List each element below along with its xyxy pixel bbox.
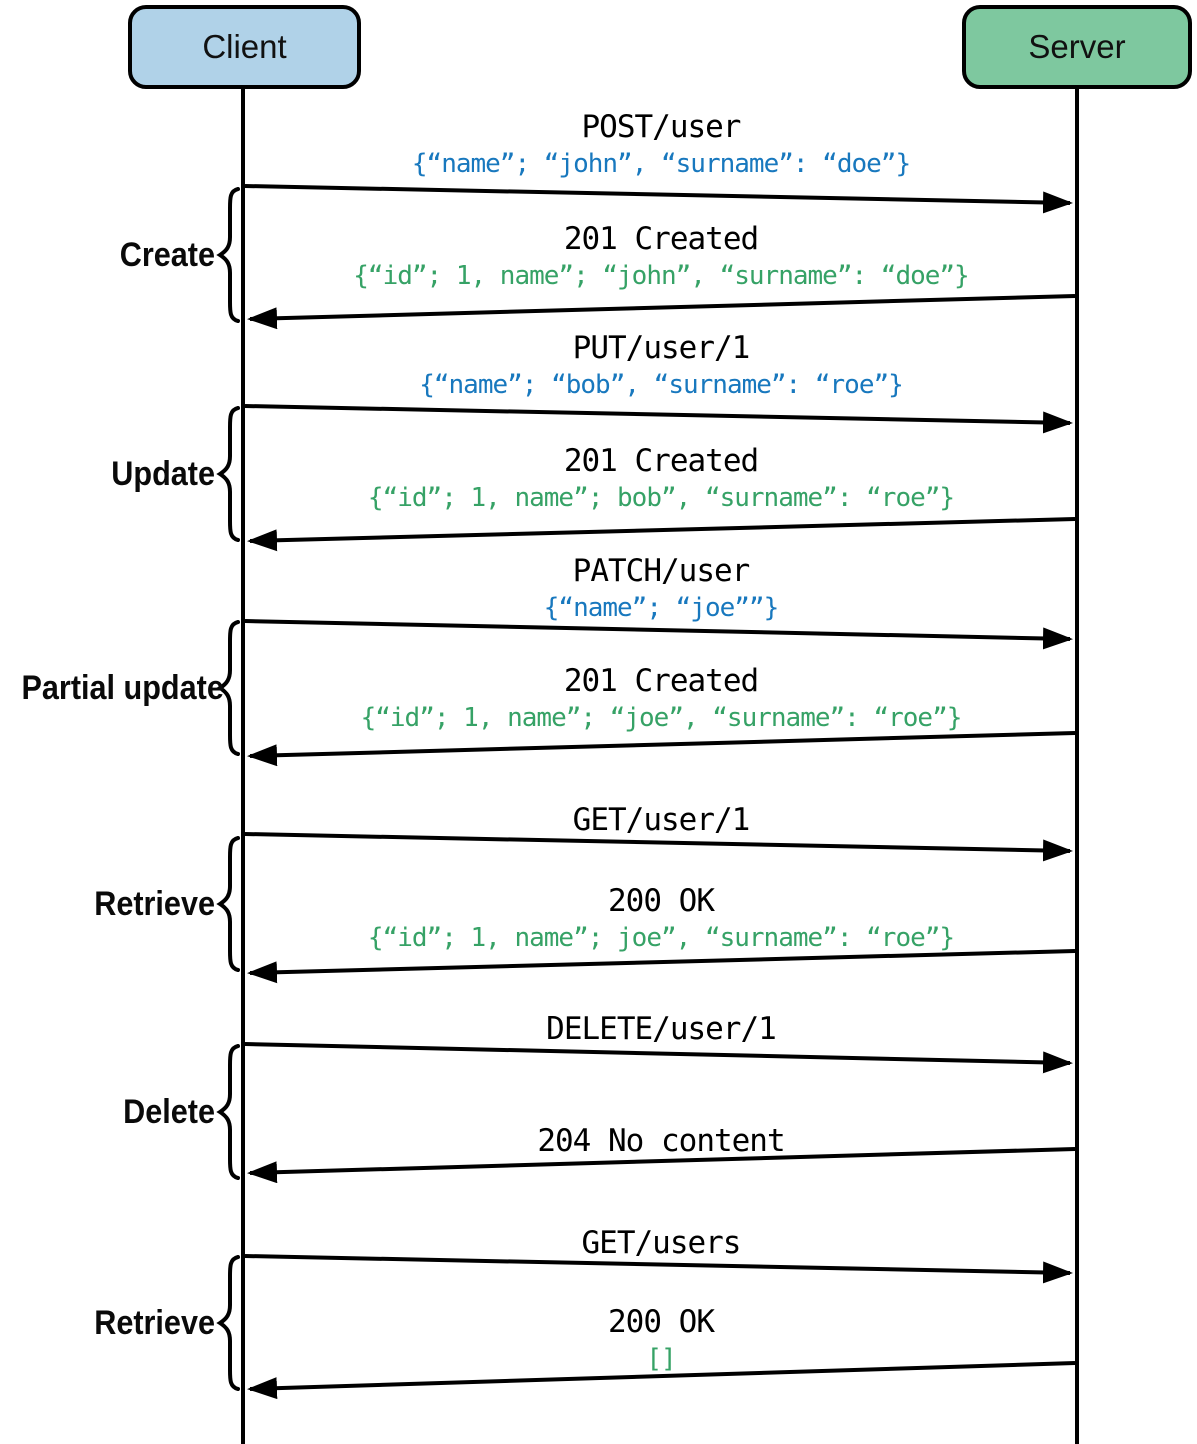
server-actor-label: Server xyxy=(1028,28,1126,65)
arrow-200-ok-2 xyxy=(247,1361,1076,1400)
message-201-created-1: 201 Created {“id”; 1, name”; “john”, “su… xyxy=(245,221,1077,292)
arrow-get-user-1 xyxy=(244,832,1073,862)
brace-retrieve-1 xyxy=(218,836,240,972)
message-title: PUT/user/1 xyxy=(572,330,751,366)
group-label-update: Update xyxy=(111,455,215,493)
server-actor-box: Server xyxy=(962,5,1192,89)
client-actor-label: Client xyxy=(202,28,287,65)
arrow-201-created-2 xyxy=(247,517,1076,552)
message-title: GET/users xyxy=(581,1225,742,1261)
message-patch-user: PATCH/user {“name”; “joe””} xyxy=(245,553,1077,624)
message-title: 201 Created xyxy=(563,221,759,257)
message-body: {“name”; “joe””} xyxy=(543,592,779,623)
brace-retrieve-2 xyxy=(218,1255,240,1391)
message-title: GET/user/1 xyxy=(572,802,751,838)
group-label-create: Create xyxy=(119,236,215,274)
message-body: {“id”; 1, name”; “john”, “surname”: “doe… xyxy=(353,260,969,291)
message-put-user-1: PUT/user/1 {“name”; “bob”, “surname”: “r… xyxy=(245,330,1077,401)
arrow-put-user-1 xyxy=(244,404,1073,434)
arrow-get-users xyxy=(244,1254,1073,1284)
message-204-no-content: 204 No content xyxy=(245,1123,1077,1160)
message-body: {“id”; 1, name”; joe”, “surname”: “roe”} xyxy=(367,922,955,953)
message-delete-user-1: DELETE/user/1 xyxy=(245,1011,1077,1048)
group-label-delete: Delete xyxy=(123,1093,215,1131)
client-actor-box: Client xyxy=(128,5,361,89)
message-200-ok-1: 200 OK {“id”; 1, name”; joe”, “surname”:… xyxy=(245,883,1077,954)
group-label-retrieve-2: Retrieve xyxy=(94,1304,215,1342)
message-body: {“name”; “bob”, “surname”: “roe”} xyxy=(419,369,904,400)
message-body: {“id”; 1, name”; “joe”, “surname”: “roe”… xyxy=(360,702,963,733)
arrow-204-no-content xyxy=(247,1147,1076,1184)
message-title: DELETE/user/1 xyxy=(546,1011,777,1047)
message-body: {“id”; 1, name”; bob”, “surname”: “roe”} xyxy=(367,482,955,513)
message-201-created-2: 201 Created {“id”; 1, name”; bob”, “surn… xyxy=(245,443,1077,514)
arrow-post-user xyxy=(244,184,1073,214)
message-title: 201 Created xyxy=(563,663,759,699)
message-body: {“name”; “john”, “surname”: “doe”} xyxy=(411,148,911,179)
arrow-201-created-1 xyxy=(247,294,1076,330)
message-body: [] xyxy=(646,1343,676,1374)
brace-create xyxy=(218,187,240,323)
brace-delete xyxy=(218,1044,240,1180)
message-title: 200 OK xyxy=(608,1304,715,1340)
message-title: PATCH/user xyxy=(572,553,751,589)
message-title: 200 OK xyxy=(608,883,715,919)
message-title: 204 No content xyxy=(537,1123,785,1159)
arrow-201-created-3 xyxy=(247,731,1076,767)
message-201-created-3: 201 Created {“id”; 1, name”; “joe”, “sur… xyxy=(245,663,1077,734)
arrow-delete-user-1 xyxy=(244,1042,1073,1074)
group-label-retrieve-1: Retrieve xyxy=(94,885,215,923)
message-200-ok-2: 200 OK [] xyxy=(245,1304,1077,1375)
arrow-200-ok-1 xyxy=(247,949,1076,984)
message-get-users: GET/users xyxy=(245,1225,1077,1262)
message-title: POST/user xyxy=(581,109,742,145)
brace-update xyxy=(218,406,240,542)
group-label-partial-update: Partial update xyxy=(21,669,224,707)
message-title: 201 Created xyxy=(563,443,759,479)
arrow-patch-user xyxy=(244,619,1073,650)
message-post-user: POST/user {“name”; “john”, “surname”: “d… xyxy=(245,109,1077,180)
message-get-user-1: GET/user/1 xyxy=(245,802,1077,839)
